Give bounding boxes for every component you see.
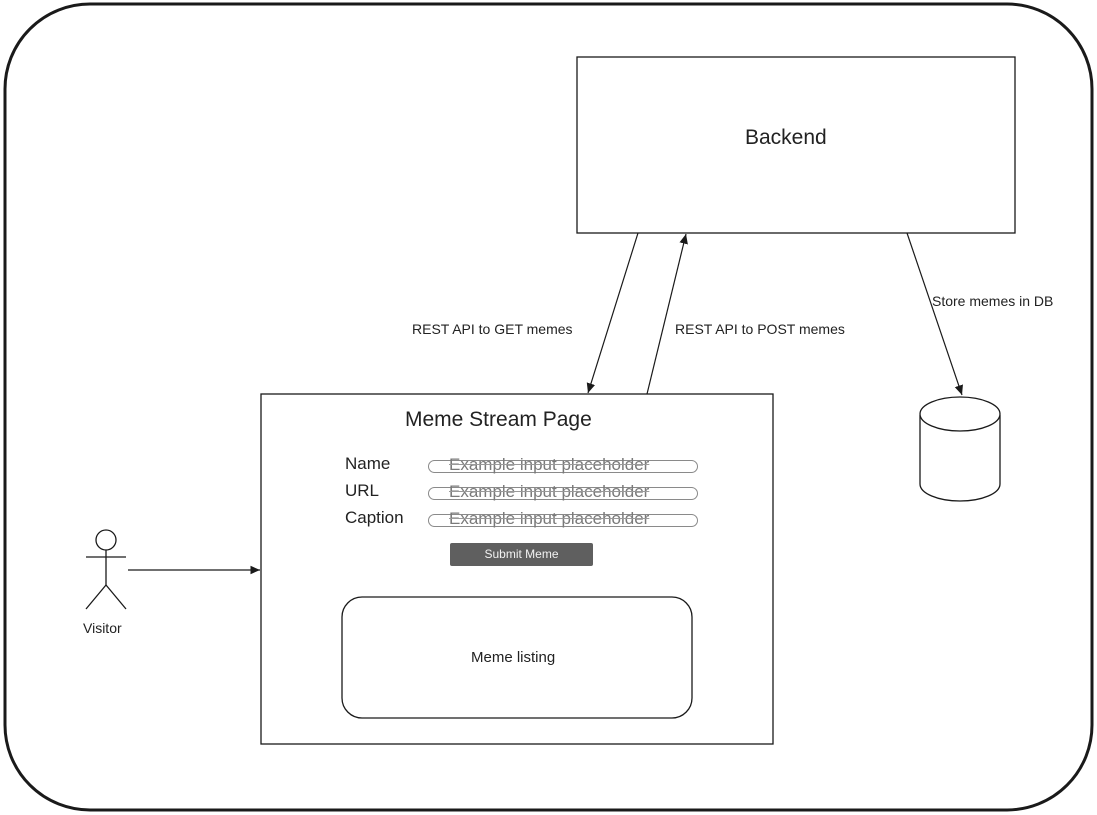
backend-title: Backend bbox=[745, 126, 827, 149]
visitor-label: Visitor bbox=[83, 620, 122, 636]
backend-box bbox=[576, 56, 1016, 234]
store-memes-label: Store memes in DB bbox=[932, 293, 1054, 309]
page-title: Meme Stream Page bbox=[405, 408, 592, 431]
name-input[interactable]: Example input placeholder bbox=[428, 455, 698, 474]
get-memes-label: REST API to GET memes bbox=[412, 321, 573, 337]
caption-field-label: Caption bbox=[345, 508, 404, 527]
name-input-placeholder: Example input placeholder bbox=[449, 455, 650, 474]
meme-listing-box bbox=[341, 596, 693, 719]
database-icon bbox=[919, 396, 1001, 502]
post-memes-label: REST API to POST memes bbox=[675, 321, 845, 337]
outer-frame bbox=[3, 2, 1094, 812]
visitor-actor-icon bbox=[85, 529, 127, 610]
get-memes-arrow bbox=[586, 232, 639, 394]
name-field-label: Name bbox=[345, 454, 391, 473]
submit-meme-button[interactable]: Submit Meme bbox=[450, 543, 593, 566]
post-memes-arrow bbox=[646, 233, 688, 395]
store-memes-arrow bbox=[906, 232, 963, 396]
meme-listing-label: Meme listing bbox=[471, 649, 556, 666]
caption-input[interactable]: Example input placeholder bbox=[428, 509, 698, 528]
url-field-label: URL bbox=[345, 481, 380, 500]
caption-input-placeholder: Example input placeholder bbox=[449, 509, 650, 528]
url-input[interactable]: Example input placeholder bbox=[428, 482, 698, 501]
url-input-placeholder: Example input placeholder bbox=[449, 482, 650, 501]
